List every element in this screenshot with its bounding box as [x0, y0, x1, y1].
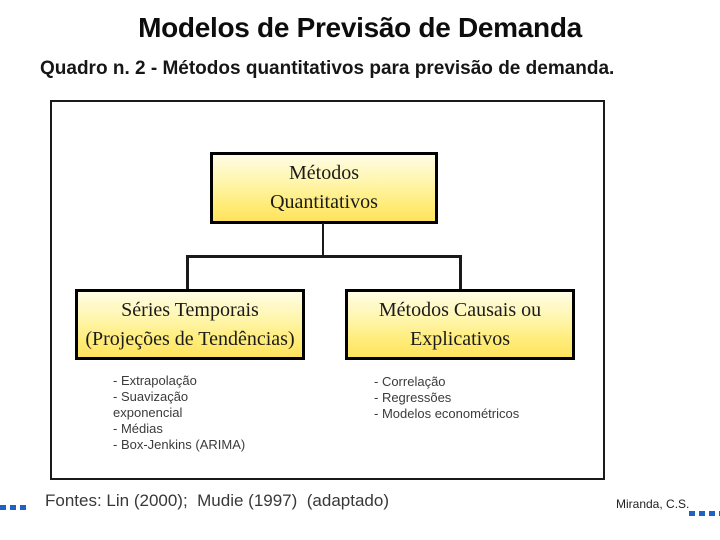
- node-root-line1: Métodos: [289, 162, 359, 184]
- list-item: exponencial: [113, 405, 183, 420]
- list-item: - Correlação: [374, 374, 446, 389]
- connector-horizontal-bar: [186, 255, 462, 258]
- node-right-line1: Métodos Causais ou: [378, 298, 542, 321]
- bullet-list-series-temporais: - Extrapolação - Suavização exponencial …: [113, 373, 245, 453]
- node-series-temporais: Séries Temporais (Projeções de Tendência…: [75, 289, 305, 360]
- figure-caption: Quadro n. 2 - Métodos quantitativos para…: [40, 58, 615, 79]
- node-left-line1: Séries Temporais: [121, 298, 259, 321]
- node-root-line2: Quantitativos: [270, 191, 378, 213]
- author-credit: Miranda, C.S.: [616, 497, 690, 511]
- node-metodos-causais: Métodos Causais ou Explicativos: [345, 289, 575, 360]
- connector-drop-left: [186, 255, 189, 291]
- connector-drop-right: [459, 255, 462, 291]
- node-metodos-quantitativos: Métodos Quantitativos: [210, 152, 438, 224]
- list-item: - Extrapolação: [113, 373, 197, 388]
- sources-line: Fontes: Lin (2000); Mudie (1997) (adapta…: [45, 491, 389, 510]
- bullet-list-metodos-causais: - Correlação - Regressões - Modelos econ…: [374, 374, 519, 422]
- list-item: - Regressões: [374, 390, 452, 405]
- slide-title: Modelos de Previsão de Demanda: [138, 12, 582, 43]
- list-item: - Modelos econométricos: [374, 406, 520, 421]
- connector-stem: [322, 223, 324, 257]
- node-left-line2: (Projeções de Tendências): [85, 327, 295, 350]
- list-item: - Médias: [113, 421, 163, 436]
- node-right-line2: Explicativos: [410, 327, 510, 350]
- list-item: - Suavização: [113, 389, 189, 404]
- dashed-line-bottom-right: [689, 511, 720, 516]
- list-item: - Box-Jenkins (ARIMA): [113, 437, 246, 452]
- dashed-line-bottom-left: [0, 505, 26, 510]
